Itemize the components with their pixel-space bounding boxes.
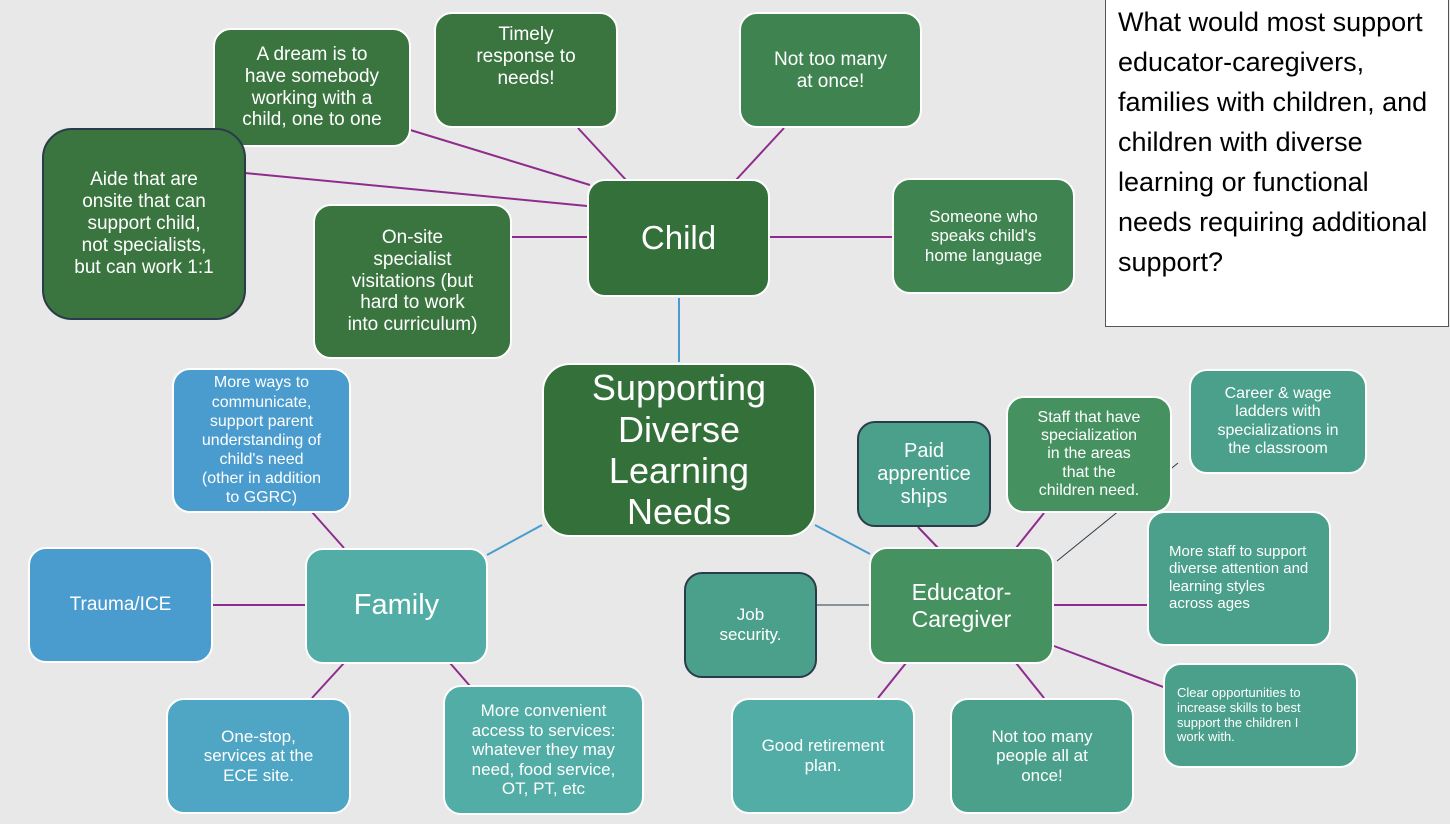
family-branch-communicate[interactable]: More ways to communicate, support parent… [172, 368, 351, 513]
link-family-communicate [311, 511, 345, 549]
educator-branch-job-security[interactable]: Job security. [684, 572, 817, 678]
family-branch-one-stop[interactable]: One-stop, services at the ECE site. [166, 698, 351, 814]
link-edu-retirement [877, 662, 907, 699]
link-child-aide [244, 172, 588, 207]
child-branch-timely[interactable]: Timely response to needs! [434, 12, 618, 128]
family-node[interactable]: Family [305, 548, 488, 664]
link-edu-staff [1015, 512, 1045, 549]
link-child-dream [406, 128, 591, 186]
link-family-onestop [311, 662, 345, 699]
link-edu-notmany [1015, 662, 1045, 699]
child-branch-onsite[interactable]: On-site specialist visitations (but hard… [313, 204, 512, 359]
link-center-family [486, 524, 543, 556]
family-branch-trauma[interactable]: Trauma/ICE [28, 547, 213, 663]
educator-caregiver-node[interactable]: Educator- Caregiver [869, 547, 1054, 664]
educator-branch-clear-opportunities[interactable]: Clear opportunities to increase skills t… [1163, 663, 1358, 768]
link-edu-clear [1053, 645, 1167, 689]
educator-branch-more-staff[interactable]: More staff to support diverse attention … [1147, 511, 1331, 646]
child-branch-dream[interactable]: A dream is to have somebody working with… [213, 28, 411, 147]
child-branch-not-too-many[interactable]: Not too many at once! [739, 12, 922, 128]
educator-branch-retirement[interactable]: Good retirement plan. [731, 698, 915, 814]
child-branch-aide[interactable]: Aide that are onsite that can support ch… [42, 128, 246, 320]
educator-branch-apprentice[interactable]: Paid apprentice ships [857, 421, 991, 527]
educator-branch-not-too-many-people[interactable]: Not too many people all at once! [950, 698, 1134, 814]
link-family-convenient [449, 662, 471, 687]
child-node[interactable]: Child [587, 179, 770, 297]
link-edu-apprentice [917, 526, 941, 551]
link-child-nottoomany [735, 127, 785, 181]
link-center-educator [814, 524, 871, 555]
center-node[interactable]: Supporting Diverse Learning Needs [542, 363, 816, 537]
educator-branch-career-ladders[interactable]: Career & wage ladders with specializatio… [1189, 369, 1367, 474]
family-branch-convenient[interactable]: More convenient access to services: what… [443, 685, 644, 815]
link-child-timely [577, 127, 627, 181]
educator-branch-staff-specialization[interactable]: Staff that have specialization in the ar… [1006, 396, 1172, 513]
child-branch-language[interactable]: Someone who speaks child's home language [892, 178, 1075, 294]
question-text: What would most support educator-caregiv… [1105, 0, 1449, 327]
